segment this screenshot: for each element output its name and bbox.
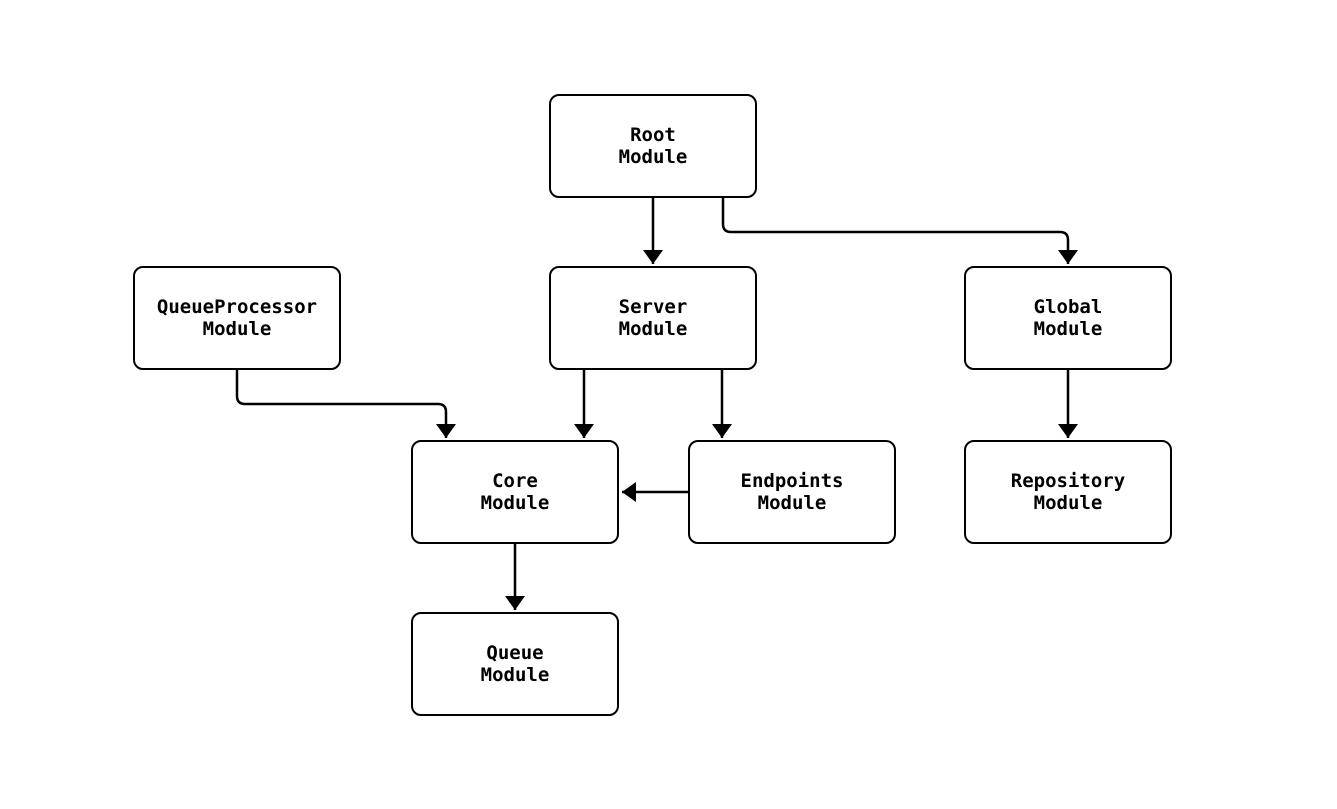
edge-queueprocessor-to-core xyxy=(235,370,456,438)
node-queueprocessor-module-label: QueueProcessor Module xyxy=(156,296,318,340)
node-global-module: Global Module xyxy=(964,266,1172,370)
node-repository-module-label: Repository Module xyxy=(1010,470,1126,514)
node-endpoints-module: Endpoints Module xyxy=(688,440,896,544)
node-server-module-label: Server Module xyxy=(618,296,688,340)
node-root-module: Root Module xyxy=(549,94,757,198)
edge-root-to-global xyxy=(721,198,1078,264)
node-endpoints-module-label: Endpoints Module xyxy=(740,470,844,514)
node-core-module: Core Module xyxy=(411,440,619,544)
node-queueprocessor-module: QueueProcessor Module xyxy=(133,266,341,370)
node-queue-module-label: Queue Module xyxy=(480,642,550,686)
node-repository-module: Repository Module xyxy=(964,440,1172,544)
node-root-module-label: Root Module xyxy=(618,124,688,168)
node-global-module-label: Global Module xyxy=(1033,296,1103,340)
node-queue-module: Queue Module xyxy=(411,612,619,716)
node-core-module-label: Core Module xyxy=(480,470,550,514)
node-server-module: Server Module xyxy=(549,266,757,370)
